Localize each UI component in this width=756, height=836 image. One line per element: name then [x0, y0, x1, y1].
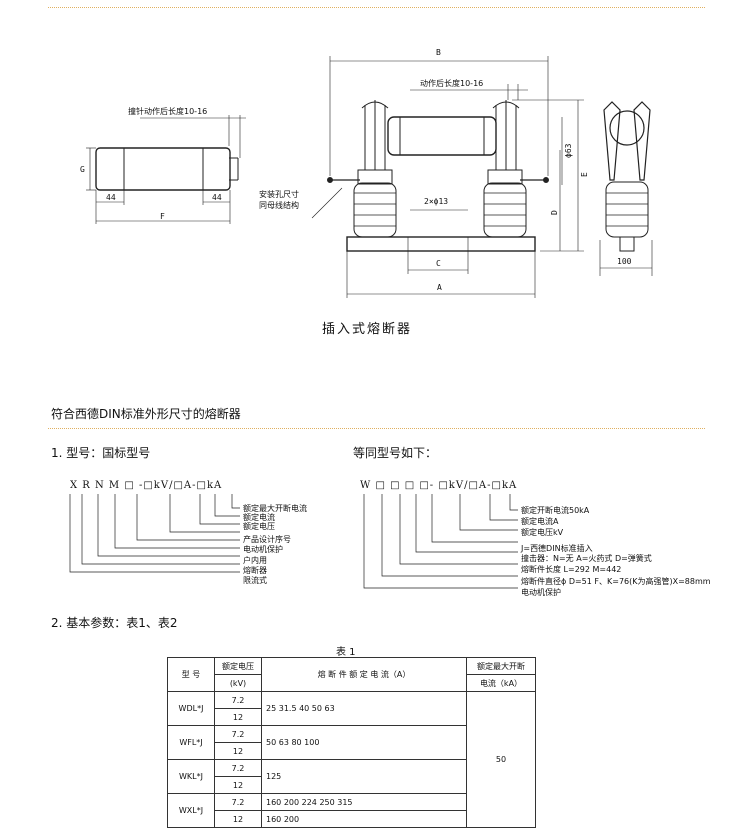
section-divider [48, 428, 705, 429]
heading-model: 1. 型号：国标型号 [51, 446, 151, 460]
row-voltage: 7.2 [214, 759, 262, 777]
row-model: WKL*J [167, 759, 215, 794]
model-code-right: W □ □ □ □- □kV/□A-□kA [360, 480, 518, 491]
fuse-side-view [599, 101, 653, 276]
legend-left-3: 产品设计序号 [243, 535, 291, 544]
row-voltage: 7.2 [214, 725, 262, 743]
insulator-left [353, 169, 397, 238]
header-voltage-1: 额定电压 [214, 657, 262, 675]
section-title: 符合西德DIN标准外形尺寸的熔断器 [51, 407, 241, 421]
legend-left-5: 户内用 [243, 556, 267, 565]
heading-params: 2. 基本参数：表1、表2 [51, 616, 178, 630]
legend-left-2: 额定电压 [243, 522, 275, 531]
row-voltage: 12 [214, 708, 262, 726]
dim-holes-label: 2×ϕ13 [424, 197, 448, 206]
fuse-assembly-view [311, 56, 584, 298]
row-model: WFL*J [167, 725, 215, 760]
header-break-2: 电流（kA） [466, 674, 536, 692]
legend-left-7: 限流式 [243, 576, 267, 585]
after-action-note: 动作后长度10-16 [420, 78, 483, 88]
row-voltage: 12 [214, 742, 262, 760]
mount-hole-note-2: 同母线结构 [259, 200, 299, 210]
row-model: WDL*J [167, 691, 215, 726]
dim-C-label: C [436, 259, 441, 268]
dim-phi63-label: ϕ63 [564, 143, 573, 158]
dim-G-label: G [80, 165, 85, 174]
heading-equivalent: 等同型号如下： [353, 446, 438, 460]
row-voltage: 12 [214, 810, 262, 828]
table-row: WDL*J 7.2 25 31.5 40 50 63 50 [167, 691, 536, 828]
dim-44-left: 44 [106, 193, 116, 202]
table-title: 表 1 [336, 647, 356, 658]
params-table: 型 号 额定电压 熔 断 件 额 定 电 流（A） 额定最大开断 (kV) 电流… [167, 657, 536, 828]
dim-E-label: E [580, 172, 589, 177]
table-header-row: 型 号 额定电压 熔 断 件 额 定 电 流（A） 额定最大开断 [167, 657, 536, 692]
header-current: 熔 断 件 额 定 电 流（A） [261, 657, 467, 692]
model-legend-leaders-left [69, 494, 240, 573]
fuse-link-view [86, 115, 246, 224]
top-divider [48, 7, 705, 8]
legend-left-6: 熔断器 [243, 566, 267, 575]
header-break-1: 额定最大开断 [466, 657, 536, 675]
header-voltage-2: (kV) [214, 674, 262, 692]
legend-right-2: 额定电压kV [521, 528, 564, 537]
legend-left-4: 电动机保护 [243, 545, 283, 554]
legend-right-1: 额定电流A [521, 517, 559, 526]
drawing-caption: 插入式熔断器 [322, 322, 413, 337]
row-currents: 50 63 80 100 [261, 725, 467, 760]
dim-44-right: 44 [212, 193, 222, 202]
insulator-right [483, 169, 527, 238]
model-legend-leaders-right [363, 494, 518, 589]
legend-right-6: 熔断件直径ϕ D=51 F、K=76(K为高强管)X=88mm [521, 577, 711, 586]
dim-100-label: 100 [617, 257, 632, 266]
model-code-left: X R N M □ -□kV/□A-□kA [70, 480, 223, 491]
legend-right-7: 电动机保护 [521, 588, 561, 597]
table-row: WXL*J 7.2 160 200 224 250 315 [167, 793, 536, 828]
header-model: 型 号 [167, 657, 215, 692]
legend-right-3: J=西德DIN标准插入 [521, 544, 593, 553]
mount-hole-note-1: 安装孔尺寸 [259, 189, 299, 199]
row-currents-2: 160 200 [261, 810, 467, 828]
row-currents: 125 [261, 759, 467, 794]
legend-left-1: 额定电流 [243, 513, 275, 522]
break-current-value: 50 [466, 691, 536, 828]
row-currents: 25 31.5 40 50 63 [261, 691, 467, 726]
legend-right-5: 熔断件长度 L=292 M=442 [521, 565, 622, 574]
dim-F-label: F [160, 212, 165, 221]
legend-right-0: 额定开断电流50kA [521, 506, 590, 515]
legend-left-0: 额定最大开断电流 [243, 504, 307, 513]
dim-A-label: A [437, 283, 442, 292]
row-currents: 160 200 224 250 315 [261, 793, 467, 811]
table-row: WFL*J 7.2 50 63 80 100 [167, 725, 536, 760]
dim-D-label: D [550, 210, 559, 215]
row-model: WXL*J [167, 793, 215, 828]
fuse-technical-drawing: G 撞针动作后长度10-16 44 44 F [80, 48, 653, 298]
legend-right-4: 撞击器：N=无 A=火药式 D=弹簧式 [521, 554, 652, 563]
row-voltage: 7.2 [214, 691, 262, 709]
row-voltage: 12 [214, 776, 262, 794]
row-voltage: 7.2 [214, 793, 262, 811]
table-row: 12 160 200 [168, 810, 536, 828]
dim-B-label: B [436, 48, 441, 57]
striker-note: 撞针动作后长度10-16 [128, 106, 207, 116]
